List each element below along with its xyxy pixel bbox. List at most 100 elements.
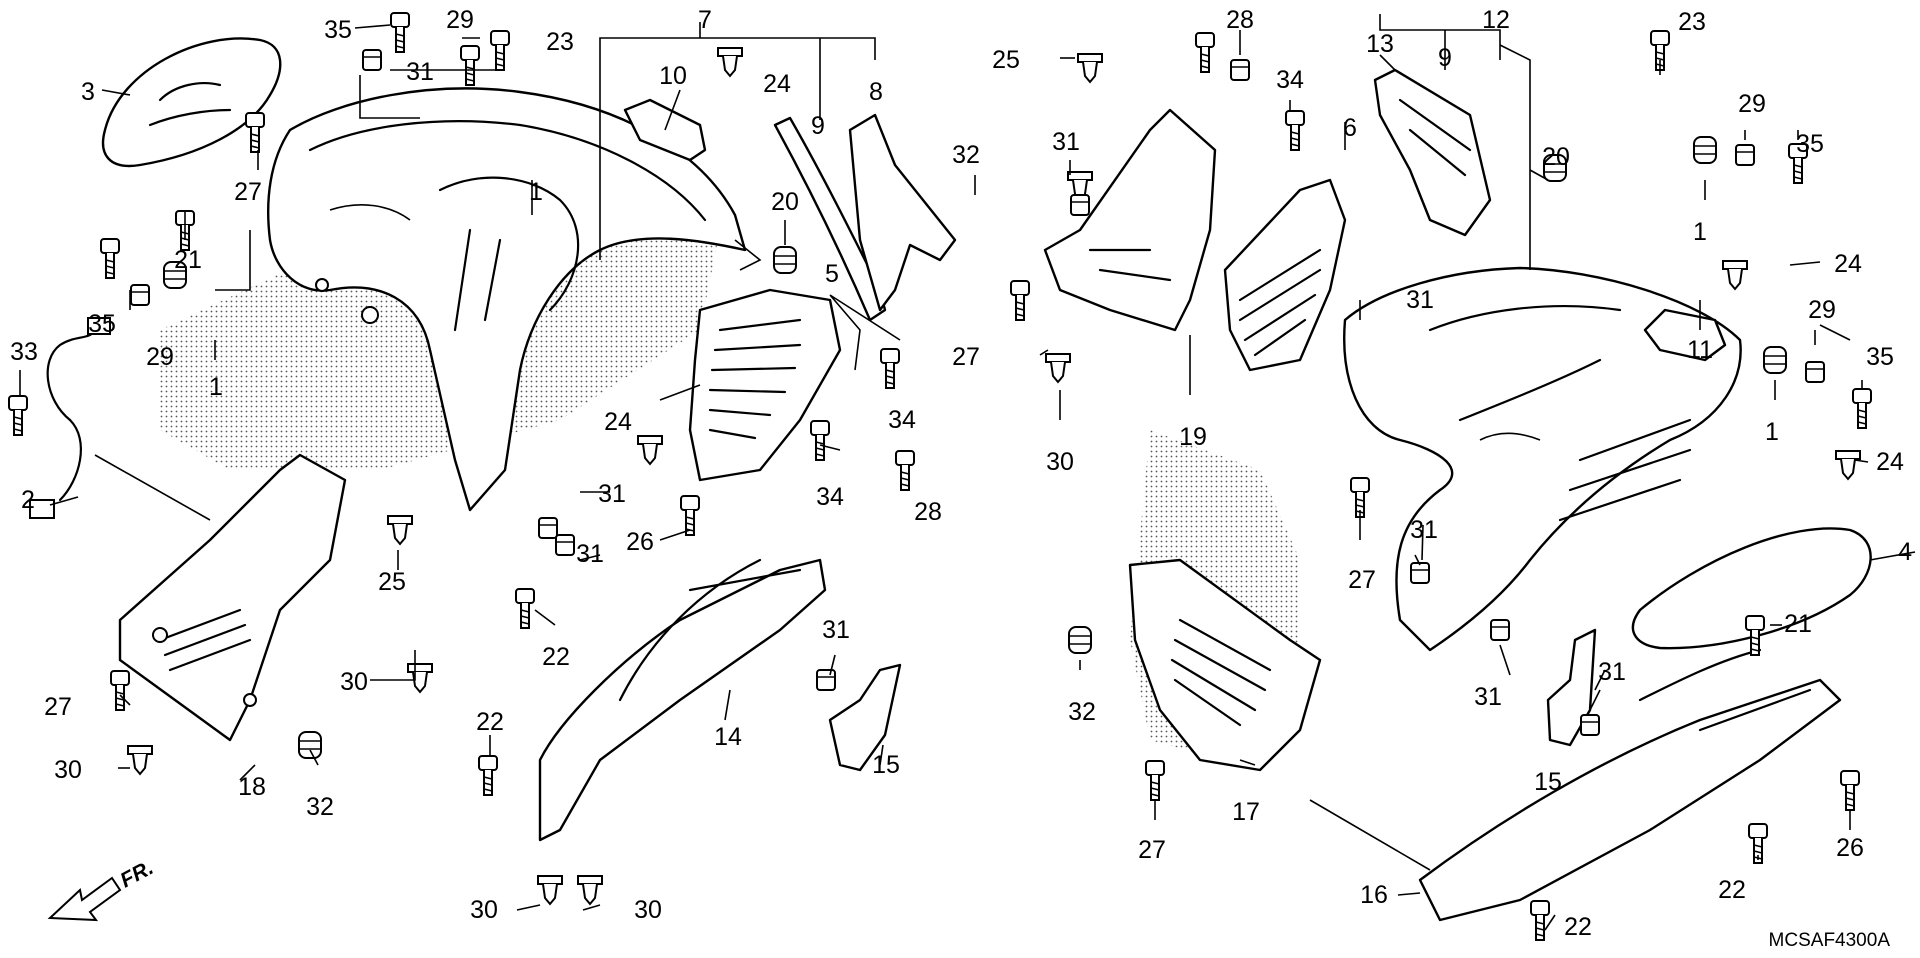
callout-31: 31 [598,480,626,508]
part-13-seal-right [1373,68,1492,237]
leader-lines [19,14,1916,931]
callout-15: 15 [1534,768,1562,796]
callout-26: 26 [1836,834,1864,862]
part-4-mirror-cover-right [1631,527,1872,650]
callout-24: 24 [1834,250,1862,278]
callout-34: 34 [888,406,916,434]
callout-32: 32 [952,141,980,169]
part-14-lower-cowl-left [538,558,827,842]
callout-30: 30 [1046,448,1074,476]
callout-22: 22 [1564,913,1592,941]
part-2-wire-harness [29,317,111,519]
callout-labels: 3 35 29 23 31 27 21 7 10 24 8 9 1 20 5 3… [10,6,1912,941]
catalog-code: MCSAF4300A [1769,930,1891,951]
callout-21: 21 [1784,610,1812,638]
part-11-trim-right [1643,308,1727,362]
part-16-lower-cowl-right [1418,648,1842,922]
part-5-inner-duct [688,288,842,482]
callout-11: 11 [1687,336,1713,364]
callout-31: 31 [1406,286,1434,314]
callout-29: 29 [446,6,474,34]
callout-21: 21 [174,246,202,274]
callout-20: 20 [1542,143,1570,171]
callout-2: 2 [21,486,35,514]
part-17-inner-duct-right [1128,558,1322,772]
callout-10: 10 [659,62,687,90]
callout-14: 14 [714,723,742,751]
callout-31: 31 [406,58,434,86]
callout-31: 31 [1474,683,1502,711]
callout-1: 1 [209,373,223,401]
callout-31: 31 [1598,658,1626,686]
part-18-lower-bracket [118,453,347,742]
callout-1: 1 [529,178,543,206]
callout-27: 27 [1348,566,1376,594]
callout-7: 7 [698,6,712,34]
part-19-side-panel [1043,108,1217,332]
callout-24: 24 [1876,448,1904,476]
callout-17: 17 [1232,798,1260,826]
callout-12: 12 [1482,6,1510,34]
callout-28: 28 [914,498,942,526]
callout-23: 23 [546,28,574,56]
callout-25: 25 [378,568,406,596]
callout-3: 3 [81,78,95,106]
part-15-strip-left [828,663,902,772]
callout-18: 18 [238,773,266,801]
front-direction-marker: FR. [47,856,158,922]
callout-27: 27 [1138,836,1166,864]
callout-27: 27 [44,693,72,721]
callout-35: 35 [1866,343,1894,371]
callout-24: 24 [763,70,791,98]
callout-16: 16 [1360,881,1388,909]
callout-34: 34 [1276,66,1304,94]
callout-35: 35 [324,16,352,44]
callout-1: 1 [1765,418,1779,446]
callout-4: 4 [1898,538,1912,566]
callout-13: 13 [1366,30,1394,58]
callout-30: 30 [470,896,498,924]
callout-34: 34 [816,483,844,511]
upper-cowl-left [267,87,747,512]
callout-23: 23 [1678,8,1706,36]
callout-30: 30 [634,896,662,924]
callout-22: 22 [476,708,504,736]
callout-19: 19 [1179,423,1207,451]
callout-26: 26 [626,528,654,556]
callout-27: 27 [234,178,262,206]
callout-31: 31 [1410,516,1438,544]
callout-35: 35 [1796,130,1824,158]
callout-9: 9 [811,112,825,140]
callout-32: 32 [1068,698,1096,726]
callout-35: 35 [88,310,116,338]
front-arrow-icon [47,876,122,922]
callout-6: 6 [1343,114,1357,142]
part-3-mirror-cover [101,37,282,168]
callout-29: 29 [1808,296,1836,324]
callout-1: 1 [1693,218,1707,246]
part-8-seal-left [848,113,957,312]
front-marker-label: FR. [117,856,158,892]
callout-28: 28 [1226,6,1254,34]
callout-31: 31 [576,540,604,568]
callout-8: 8 [869,78,883,106]
callout-5: 5 [825,260,839,288]
callout-31: 31 [1052,128,1080,156]
upper-cowl-right [1343,266,1742,652]
callout-25: 25 [992,46,1020,74]
callout-22: 22 [542,643,570,671]
callout-29: 29 [146,343,174,371]
callout-29: 29 [1738,90,1766,118]
part-6-vent-grill [1223,178,1347,372]
callout-22: 22 [1718,876,1746,904]
callout-31: 31 [822,616,850,644]
callout-9: 9 [1438,44,1452,72]
callout-20: 20 [771,188,799,216]
callout-33: 33 [10,338,38,366]
callout-30: 30 [340,668,368,696]
callout-32: 32 [306,793,334,821]
part-9-seal-left [773,116,887,322]
callout-24: 24 [604,408,632,436]
callout-15: 15 [872,751,900,779]
